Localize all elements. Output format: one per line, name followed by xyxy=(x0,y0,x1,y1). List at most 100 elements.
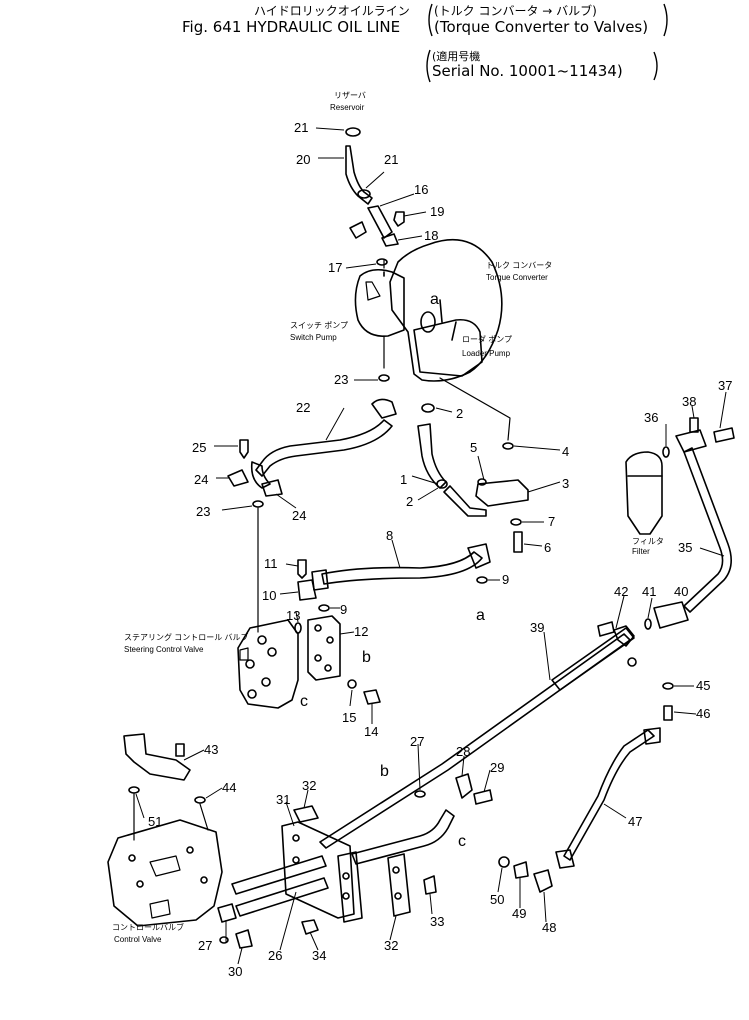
torque-converter-label-jp: トルク コンバータ xyxy=(486,261,552,270)
part-number: 45 xyxy=(696,678,710,693)
fitting-46 xyxy=(663,705,673,721)
fitting-49 xyxy=(513,861,529,879)
oring-4 xyxy=(502,442,514,450)
switch-pump-label: Switch Pump xyxy=(290,333,337,342)
elbow-47-low xyxy=(555,849,575,869)
part-number: 38 xyxy=(682,394,696,409)
clamp-21-low xyxy=(357,189,371,199)
oring-15 xyxy=(347,679,357,689)
steering-valve-label-jp: ステアリング コントロール バルブ xyxy=(124,632,248,642)
clamp-18 xyxy=(381,233,399,247)
oring-9-right xyxy=(476,576,488,584)
part-number: 14 xyxy=(364,724,378,739)
fitting-8-right xyxy=(467,543,491,569)
part-number: 25 xyxy=(192,440,206,455)
washer-50 xyxy=(498,856,510,868)
part-number: 16 xyxy=(414,182,428,197)
part-number: 27 xyxy=(198,938,212,953)
pipe-bundle-upper xyxy=(231,855,327,895)
clamp-21-top xyxy=(345,127,361,137)
part-number: 2 xyxy=(456,406,463,421)
part-number: 19 xyxy=(430,204,444,219)
part-number: 9 xyxy=(340,602,347,617)
part-number: 12 xyxy=(354,624,368,639)
oring-36 xyxy=(662,446,670,458)
oring-23-low xyxy=(252,500,264,508)
part-number: 22 xyxy=(296,400,310,415)
nut-34 xyxy=(301,919,319,935)
pipe-bundle-right xyxy=(351,809,455,865)
bolt-29 xyxy=(473,789,493,805)
part-number: 27 xyxy=(410,734,424,749)
reservoir-label-jp: リザーバ xyxy=(334,91,366,100)
pipe-1 xyxy=(417,423,447,489)
part-number: 9 xyxy=(502,572,509,587)
oring-17 xyxy=(376,258,388,266)
part-number: 24 xyxy=(194,472,208,487)
part-number: 7 xyxy=(548,514,555,529)
oring-44 xyxy=(194,796,206,804)
part-number: 15 xyxy=(342,710,356,725)
part-number: 4 xyxy=(562,444,569,459)
figure-subtitle: (Torque Converter to Valves) xyxy=(434,18,649,36)
connection-letter-a: a xyxy=(476,607,485,624)
part-number: 34 xyxy=(312,948,326,963)
tube-1-lower xyxy=(443,485,487,517)
part-number: 24 xyxy=(292,508,306,523)
fitting-27-low xyxy=(217,903,237,923)
bolt-6 xyxy=(513,531,523,553)
serial-number: Serial No. 10001~11434) xyxy=(432,62,623,80)
flange-22 xyxy=(371,398,397,419)
part-number: 32 xyxy=(302,778,316,793)
part-number: 44 xyxy=(222,780,236,795)
part-number: 51 xyxy=(148,814,162,829)
part-number: 20 xyxy=(296,152,310,167)
part-number: 1 xyxy=(400,472,407,487)
filter-body xyxy=(625,451,663,535)
hose-16 xyxy=(367,205,393,239)
oring-27-low xyxy=(219,936,229,944)
oring-40 xyxy=(644,618,652,630)
part-number: 41 xyxy=(642,584,656,599)
flange-43 xyxy=(123,733,191,781)
part-number: 40 xyxy=(674,584,688,599)
filter-label: Filter xyxy=(632,547,650,556)
bolt-19 xyxy=(393,211,405,227)
connection-letter-b: b xyxy=(380,763,389,780)
clamp-2-top xyxy=(421,403,435,413)
component-labels: リザーバ Reservoir トルク コンバータ Torque Converte… xyxy=(112,91,664,944)
pipe-39 xyxy=(319,633,631,849)
bracket-32-low xyxy=(387,853,411,917)
loader-pump-label-jp: ローダ ポンプ xyxy=(462,334,512,344)
connection-letters: a a b b c c xyxy=(300,291,485,850)
part-number: 3 xyxy=(562,476,569,491)
clamp-left xyxy=(349,221,367,239)
oring-51 xyxy=(128,786,140,794)
figure-title: Fig. 641 HYDRAULIC OIL LINE xyxy=(182,18,401,36)
oring-7 xyxy=(510,518,522,526)
part-number: 2 xyxy=(406,494,413,509)
part-number: 21 xyxy=(294,120,308,135)
steering-control-valve xyxy=(237,619,299,709)
title-japanese: ハイドロリックオイルライン xyxy=(254,4,410,18)
part-number: 30 xyxy=(228,964,242,979)
part-number: 13 xyxy=(286,608,300,623)
bolt-42 xyxy=(597,621,615,637)
part-number: 21 xyxy=(384,152,398,167)
part-number-labels: 21 20 21 16 19 18 17 23 22 2 5 4 1 2 3 7… xyxy=(148,120,732,979)
block-3 xyxy=(475,479,529,507)
part-number: 10 xyxy=(262,588,276,603)
part-number: 23 xyxy=(334,372,348,387)
part-number: 32 xyxy=(384,938,398,953)
bracket-31 xyxy=(281,821,355,919)
connection-letter-c: c xyxy=(458,833,466,850)
block-12 xyxy=(307,615,341,681)
bolt-37 xyxy=(713,427,735,443)
loader-pump-label: Loader Pump xyxy=(462,349,511,358)
part-number: 43 xyxy=(204,742,218,757)
flange-40 xyxy=(653,601,689,629)
part-number: 33 xyxy=(430,914,444,929)
part-number: 37 xyxy=(718,378,732,393)
